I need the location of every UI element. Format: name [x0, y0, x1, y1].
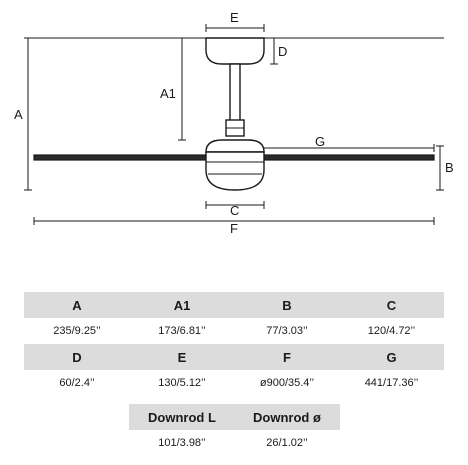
- label-d: D: [278, 44, 287, 59]
- label-a: A: [14, 107, 23, 122]
- label-f: F: [230, 221, 238, 236]
- table-value-g: 441/17.36’’: [364, 377, 419, 389]
- canopy: [205, 37, 265, 65]
- label-g: G: [315, 134, 325, 149]
- table-header-downrod-diameter: Downrod ø: [234, 404, 340, 430]
- fan-dimension-diagram: E D A1 A G B C F: [14, 10, 454, 236]
- table-value-downrod-diameter: 26/1.02’’: [266, 437, 308, 449]
- table-value-a1: 173/6.81’’: [158, 325, 206, 337]
- table-header-downrod-length: Downrod L: [129, 404, 235, 430]
- downrod: [229, 63, 241, 123]
- table-header-e: E: [129, 344, 235, 370]
- table-header-d: D: [24, 344, 130, 370]
- table-value-a: 235/9.25’’: [53, 325, 101, 337]
- table-header-c: C: [339, 292, 444, 318]
- table-header-f: F: [234, 344, 340, 370]
- table-value-e: 130/5.12’’: [158, 377, 206, 389]
- fan-blade-left: [33, 154, 209, 161]
- table-value-c: 120/4.72’’: [367, 325, 416, 337]
- motor-housing: [205, 139, 265, 153]
- table-header-a: A: [24, 292, 130, 318]
- table-value-d: 60/2.4’’: [59, 377, 95, 389]
- fan-blade-right: [261, 154, 435, 161]
- table-header-a1: A1: [129, 292, 235, 318]
- table-header-g: G: [339, 344, 444, 370]
- table-value-f: ø900/35.4’’: [259, 377, 315, 389]
- label-b: B: [445, 160, 454, 175]
- label-c: C: [230, 203, 239, 218]
- light-kit-bowl: [205, 151, 265, 191]
- label-e: E: [230, 10, 239, 25]
- table-value-downrod-length: 101/3.98’’: [158, 437, 206, 449]
- label-a1: A1: [160, 86, 176, 101]
- table-header-b: B: [234, 292, 340, 318]
- table-value-b: 77/3.03’’: [266, 325, 308, 337]
